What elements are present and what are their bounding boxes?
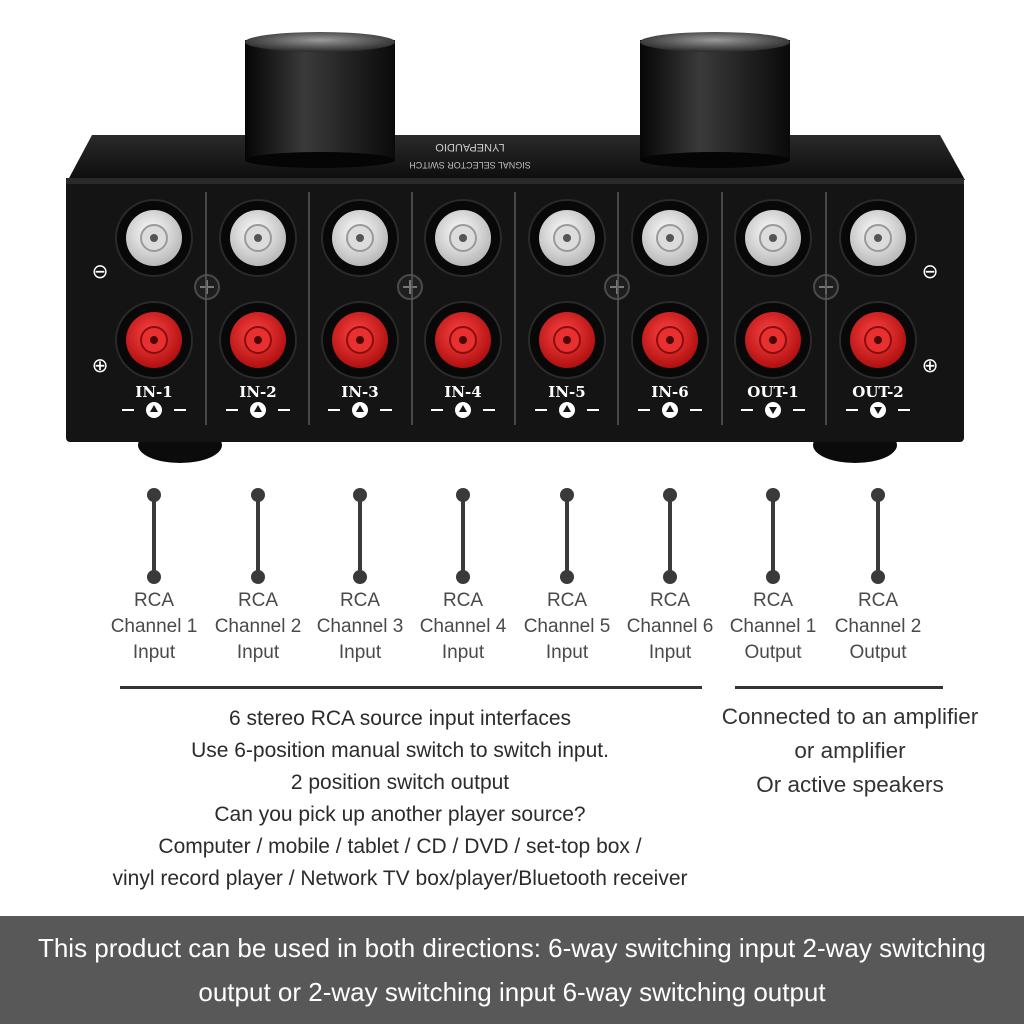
callout-line: RCA: [442, 590, 484, 611]
connector-line-icon: [766, 488, 780, 584]
connector-line-icon: [456, 488, 470, 584]
callout-label: RCA Channel 6 Input: [615, 588, 725, 666]
screw-icon: [604, 274, 630, 300]
callout-column: RCA Channel 2 Output: [823, 488, 933, 666]
input-description: 6 stereo RCA source input interfaces Use…: [60, 703, 740, 895]
connector-line-icon: [871, 488, 885, 584]
callout-label: RCA Channel 4 Input: [408, 588, 518, 666]
callout-line: Input: [441, 642, 485, 663]
connector-line-icon: [663, 488, 677, 584]
callout-line: RCA: [752, 590, 794, 611]
port-label: IN-3: [341, 383, 378, 401]
input-description-line: Use 6-position manual switch to switch i…: [191, 739, 609, 762]
port-in-5[interactable]: IN-5: [528, 199, 606, 418]
port-label: OUT-1: [747, 383, 799, 401]
callout-column: RCA Channel 1 Input: [99, 488, 209, 666]
callout-line: Input: [545, 642, 589, 663]
callout-column: RCA Channel 4 Input: [408, 488, 518, 666]
callout-line: Output: [849, 642, 907, 663]
port-in-1[interactable]: IN-1: [115, 199, 193, 418]
input-description-line: Computer / mobile / tablet / CD / DVD / …: [158, 835, 642, 858]
plus-polarity-icon: ⊕: [92, 353, 109, 377]
port-in-3[interactable]: IN-3: [321, 199, 399, 418]
input-description-line: 6 stereo RCA source input interfaces: [228, 707, 571, 730]
callout-line: RCA: [857, 590, 899, 611]
input-divider-line: [120, 686, 702, 689]
callout-column: RCA Channel 5 Input: [512, 488, 622, 666]
minus-polarity-icon: ⊖: [922, 259, 939, 283]
output-description: Connected to an amplifier or amplifier O…: [695, 700, 1005, 802]
callout-line: Channel 1: [110, 616, 198, 637]
callout-line: Input: [648, 642, 692, 663]
callout-column: RCA Channel 3 Input: [305, 488, 415, 666]
callout-line: Channel 1: [729, 616, 817, 637]
device-top-plate: [68, 135, 965, 180]
callout-line: RCA: [339, 590, 381, 611]
footer-line-1: This product can be used in both directi…: [37, 933, 987, 963]
callout-line: RCA: [546, 590, 588, 611]
callout-label: RCA Channel 1 Output: [718, 588, 828, 666]
output-selector-knob: [640, 32, 790, 168]
callout-line: Channel 2: [214, 616, 302, 637]
connector-line-icon: [353, 488, 367, 584]
screw-icon: [397, 274, 423, 300]
connector-line-icon: [560, 488, 574, 584]
callout-line: Channel 4: [419, 616, 507, 637]
input-description-line: 2 position switch output: [290, 771, 510, 794]
input-selector-knob: [245, 32, 395, 168]
port-label: IN-4: [444, 383, 481, 401]
callout-column: RCA Channel 2 Input: [203, 488, 313, 666]
port-out-2[interactable]: OUT-2: [839, 199, 917, 418]
callout-line: RCA: [649, 590, 691, 611]
output-description-line: Connected to an amplifier: [721, 704, 979, 729]
port-out-1[interactable]: OUT-1: [734, 199, 812, 418]
port-label: IN-2: [239, 383, 276, 401]
callout-label: RCA Channel 2 Input: [203, 588, 313, 666]
callout-line: Channel 5: [523, 616, 611, 637]
output-description-line: Or active speakers: [756, 772, 944, 797]
connector-line-icon: [251, 488, 265, 584]
callout-line: RCA: [237, 590, 279, 611]
connector-line-icon: [147, 488, 161, 584]
callout-line: Channel 3: [316, 616, 404, 637]
port-in-4[interactable]: IN-4: [424, 199, 502, 418]
minus-polarity-icon: ⊖: [92, 259, 109, 283]
callout-line: Input: [236, 642, 280, 663]
screw-icon: [194, 274, 220, 300]
output-description-line: or amplifier: [794, 738, 906, 763]
callout-line: Channel 2: [834, 616, 922, 637]
callout-column: RCA Channel 6 Input: [615, 488, 725, 666]
top-caption: SIGNAL SELECTOR SWITCH: [409, 160, 531, 170]
callout-label: RCA Channel 1 Input: [99, 588, 209, 666]
input-description-line: vinyl record player / Network TV box/pla…: [112, 867, 688, 890]
port-label: OUT-2: [852, 383, 904, 401]
port-in-6[interactable]: IN-6: [631, 199, 709, 418]
callout-line: RCA: [133, 590, 175, 611]
port-in-2[interactable]: IN-2: [219, 199, 297, 418]
callout-label: RCA Channel 5 Input: [512, 588, 622, 666]
callout-line: Input: [132, 642, 176, 663]
product-illustration: LYNEPAUDIO SIGNAL SELECTOR SWITCH ⊖ ⊕ ⊖ …: [66, 32, 965, 463]
output-divider-line: [735, 686, 943, 689]
footer-line-2: output or 2-way switching input 6-way sw…: [198, 977, 826, 1007]
port-label: IN-6: [651, 383, 688, 401]
plus-polarity-icon: ⊕: [922, 353, 939, 377]
brand-mark: LYNEPAUDIO: [435, 141, 505, 153]
callout-line: Channel 6: [626, 616, 714, 637]
callout-column: RCA Channel 1 Output: [718, 488, 828, 666]
port-label: IN-1: [135, 383, 172, 401]
callout-label: RCA Channel 2 Output: [823, 588, 933, 666]
port-label: IN-5: [548, 383, 585, 401]
callout-label: RCA Channel 3 Input: [305, 588, 415, 666]
footer-banner: This product can be used in both directi…: [0, 916, 1024, 1024]
callout-line: Input: [338, 642, 382, 663]
callout-line: Output: [744, 642, 802, 663]
input-description-line: Can you pick up another player source?: [214, 803, 586, 826]
